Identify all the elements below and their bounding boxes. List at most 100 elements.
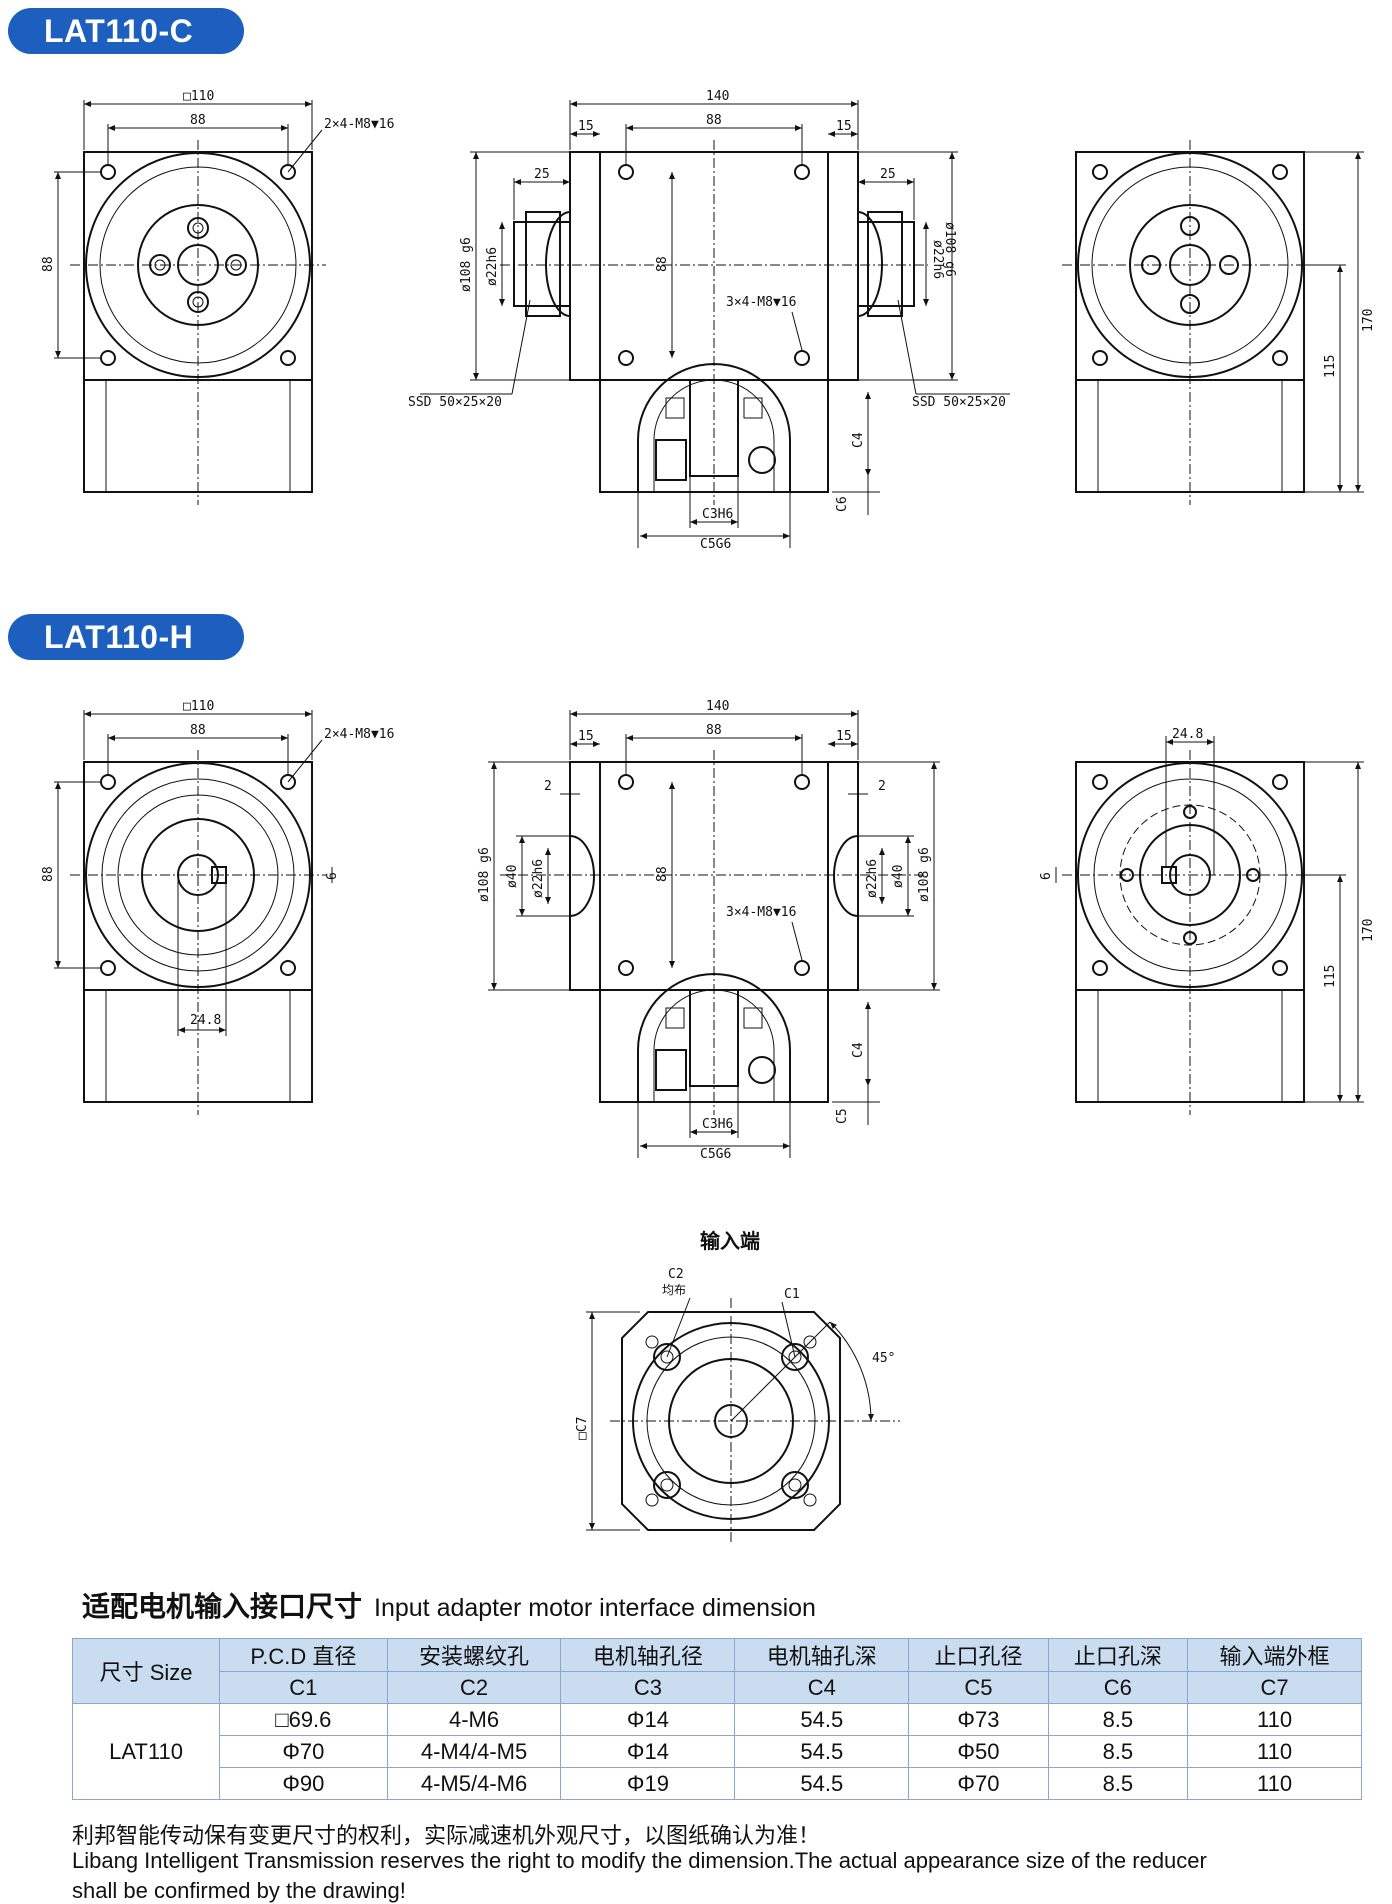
dim-140-h: 140 (706, 699, 729, 714)
header-shaft-depth: 电机轴孔深 (734, 1638, 910, 1672)
dim-tapped-side: 3×4-M8▼16 (726, 295, 796, 310)
dim-6-left: 6 (325, 872, 340, 880)
disclaimer-en-line2: shall be confirmed by the drawing! (72, 1878, 406, 1903)
dim-phi40-left: ø40 (505, 865, 520, 888)
dim-170-h: 170 (1361, 919, 1376, 942)
table-cell: 54.5 (734, 1735, 910, 1768)
table-cell: Φ50 (908, 1735, 1049, 1768)
header-thread: 安装螺纹孔 (386, 1638, 562, 1672)
h-right-view: 24.8 6 170 115 (1039, 727, 1376, 1115)
dim-15-left: 15 (578, 119, 594, 134)
dim-15-h-left: 15 (578, 729, 594, 744)
header-pilot-dia: 止口孔径 (908, 1638, 1049, 1672)
h-front-view: 140 88 15 15 2 2 ø108 g6 ø40 ø22h6 ø108 … (477, 699, 940, 1162)
header-size: 尺寸 Size (71, 1638, 221, 1704)
dim-2-left: 2 (544, 779, 552, 794)
dim-c5-h-side: C5 (835, 1108, 850, 1124)
table-cell: 8.5 (1047, 1767, 1189, 1800)
table-cell: 4-M6 (386, 1703, 562, 1736)
dim-phi108-right: ø108 g6 (942, 222, 957, 277)
dim-24-8-left: 24.8 (190, 1013, 221, 1028)
dim-phi22-left: ø22h6 (485, 247, 500, 286)
dim-c6: C6 (835, 496, 850, 512)
dim-170: 170 (1361, 309, 1376, 332)
table-title-cn: 适配电机输入接口尺寸 (82, 1591, 363, 1622)
table-cell: 4-M5/4-M6 (386, 1767, 562, 1800)
dim-tapped-side-h: 3×4-M8▼16 (726, 905, 796, 920)
dim-88-h: 88 (190, 723, 206, 738)
c-front-view: 140 88 15 15 25 25 ø108 g6 ø22h6 ø108 g6… (408, 89, 1010, 552)
table-cell: Φ73 (908, 1703, 1049, 1736)
header-shaft-bore: 电机轴孔径 (560, 1638, 736, 1672)
dim-phi108-h-right: ø108 g6 (917, 847, 932, 902)
dim-angle: 45° (872, 1351, 895, 1366)
input-end-label: 输入端 (700, 1229, 760, 1253)
header-pcd: P.C.D 直径 (219, 1638, 388, 1672)
table-cell: Φ14 (560, 1735, 736, 1768)
table-cell: 4-M4/4-M5 (386, 1735, 562, 1768)
dim-25-left: 25 (534, 167, 550, 182)
dim-c2: C2 (668, 1267, 684, 1282)
dim-88-h-front: 88 (706, 723, 722, 738)
dim-115: 115 (1323, 355, 1338, 378)
table-cell: Φ14 (560, 1703, 736, 1736)
dim-88-front-vertical: 88 (655, 256, 670, 272)
dim-15-right: 15 (836, 119, 852, 134)
table-cell: 54.5 (734, 1767, 910, 1800)
table-row: LAT110 □69.6 4-M6 Φ14 54.5 Φ73 8.5 110 (71, 1703, 1362, 1800)
code-c3: C3 (560, 1671, 736, 1704)
dim-c5: C5G6 (700, 537, 731, 552)
dim-c5-h: C5G6 (700, 1147, 731, 1162)
code-c2: C2 (386, 1671, 562, 1704)
dim-c4: C4 (851, 432, 866, 448)
dim-24-8-right: 24.8 (1172, 727, 1203, 742)
dim-phi22-h-right: ø22h6 (865, 859, 880, 898)
dim-88-h-vertical: 88 (41, 866, 56, 882)
dim-6-right: 6 (1039, 872, 1054, 880)
dim-c7: □C7 (575, 1417, 590, 1440)
h-left-view: □110 88 88 2×4-M8▼16 24.8 6 (41, 699, 394, 1115)
code-c4: C4 (734, 1671, 910, 1704)
size-cell: LAT110 (71, 1703, 221, 1800)
dim-phi108-left: ø108 g6 (459, 237, 474, 292)
header-pilot-depth: 止口孔深 (1047, 1638, 1189, 1672)
dim-15-h-right: 15 (836, 729, 852, 744)
dim-88: 88 (190, 113, 206, 128)
dim-88-h-front-vertical: 88 (655, 866, 670, 882)
table-cell: 110 (1187, 1703, 1362, 1736)
table-cell: 54.5 (734, 1703, 910, 1736)
table-cell: 110 (1187, 1735, 1362, 1768)
dim-c4-h: C4 (851, 1042, 866, 1058)
dim-phi108-h-left: ø108 g6 (477, 847, 492, 902)
dim-tapped-face-h: 2×4-M8▼16 (324, 727, 394, 742)
dim-ssd-left: SSD 50×25×20 (408, 395, 502, 410)
c-left-view: □110 88 88 2×4-M8▼16 (41, 89, 394, 505)
table-cell: Φ70 (219, 1735, 388, 1768)
code-c5: C5 (908, 1671, 1049, 1704)
table-row: Φ70 4-M4/4-M5 Φ14 54.5 Φ50 8.5 110 (73, 1735, 1362, 1768)
dim-square110-h: □110 (183, 699, 214, 714)
dim-140: 140 (706, 89, 729, 104)
c-right-view: 170 115 (1062, 140, 1376, 505)
dim-phi40-right: ø40 (891, 865, 906, 888)
table-row: Φ90 4-M5/4-M6 Φ19 54.5 Φ70 8.5 110 (73, 1767, 1362, 1800)
dim-88-vertical: 88 (41, 256, 56, 272)
table-cell: Φ19 (560, 1767, 736, 1800)
table-cell: Φ70 (908, 1767, 1049, 1800)
dim-tapped-face: 2×4-M8▼16 (324, 117, 394, 132)
dimension-table: 尺寸 Size P.C.D 直径 安装螺纹孔 电机轴孔径 电机轴孔深 止口孔径 … (71, 1638, 1362, 1800)
dim-115-h: 115 (1323, 965, 1338, 988)
table-title-en: Input adapter motor interface dimension (374, 1594, 816, 1622)
code-c7: C7 (1187, 1671, 1362, 1704)
dim-88-front: 88 (706, 113, 722, 128)
technical-drawing: □110 88 88 2×4-M8▼16 (41, 89, 1376, 1544)
table-cell: □69.6 (219, 1703, 388, 1736)
dim-ssd-right: SSD 50×25×20 (912, 395, 1006, 410)
section-title-c: LAT110-C (8, 8, 244, 54)
dim-c3: C3H6 (702, 507, 733, 522)
dim-2-right: 2 (878, 779, 886, 794)
dim-25-right: 25 (880, 167, 896, 182)
table-title: 适配电机输入接口尺寸 Input adapter motor interface … (82, 1585, 816, 1625)
section-title-h: LAT110-H (8, 614, 244, 660)
header-frame: 输入端外框 (1187, 1638, 1362, 1672)
